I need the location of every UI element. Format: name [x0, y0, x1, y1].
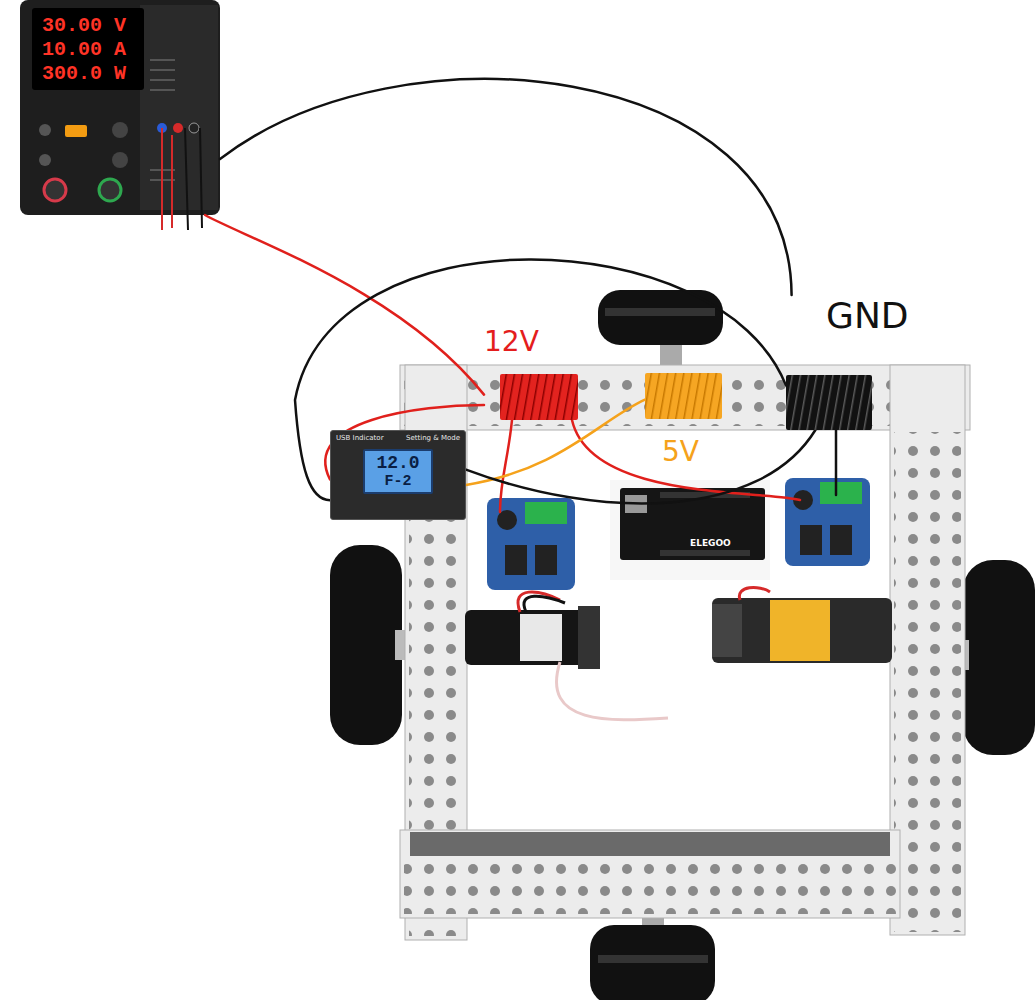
bus-label: 5V [662, 436, 727, 468]
power-supply-part [112, 122, 128, 138]
power-supply-part-part [150, 69, 175, 71]
power-supply-part [39, 124, 51, 136]
power-supply-part [39, 154, 51, 166]
display-reading: 10.00 A [42, 38, 220, 62]
power-supply-part-part [150, 59, 175, 61]
power-supply-part [112, 152, 128, 168]
motor-left [465, 592, 668, 720]
motor-left-part [578, 606, 600, 669]
brand-label: ELEGOO [690, 538, 731, 548]
aluminum-frame [400, 365, 970, 940]
power-bus: 5V [645, 373, 727, 468]
lcd-reading: F-2 [365, 473, 431, 490]
power-supply-display: 30.00 V10.00 A300.0 W [20, 0, 220, 215]
power-wires-part [500, 420, 512, 512]
motor-driver-right [785, 478, 870, 566]
omni-wheel-bottom-part [590, 925, 715, 1000]
aluminum-frame-part [894, 432, 961, 932]
buck-converter: USB Indicator Setting & Mode 12.0F-2 [330, 430, 466, 520]
motor-left-part [520, 614, 562, 661]
power-supply-part [99, 179, 121, 201]
motor-right-part [712, 598, 892, 663]
omni-wheel-bottom-part [598, 955, 708, 963]
board-silkscreen: USB Indicator [336, 434, 384, 443]
power-supply-part-part [150, 79, 175, 81]
omni-wheel-bottom [590, 905, 715, 1000]
bus-block [500, 374, 578, 420]
aluminum-frame-part [400, 365, 970, 430]
motor-left-part [524, 596, 565, 612]
wheel-left [330, 545, 409, 745]
aluminum-frame-part [890, 365, 965, 935]
wheel-right [955, 560, 1035, 755]
board-header: USB Indicator Setting & Mode [336, 434, 460, 443]
power-supply-part [185, 128, 202, 230]
omni-wheel-top-part [605, 308, 715, 316]
motor-right-part [770, 600, 830, 661]
lcd-screen: 12.0F-2 [363, 449, 433, 494]
bus-block [786, 375, 872, 430]
motor-driver-right-part [785, 478, 870, 566]
bus-block [645, 373, 722, 419]
power-wires-part [835, 430, 838, 495]
bus-label: GND [826, 295, 926, 336]
motor-left-part [557, 662, 668, 720]
power-supply-part [65, 125, 87, 137]
motor-driver-right-part [820, 482, 862, 504]
wire [220, 79, 792, 295]
display-reading: 30.00 V [42, 14, 220, 38]
power-supply-part-part [150, 89, 175, 91]
power-wires [500, 420, 836, 512]
motor-driver-left-part [535, 545, 557, 575]
lcd-reading: 12.0 [365, 453, 431, 473]
power-supply-part [173, 123, 183, 133]
power-supply-part [140, 5, 218, 210]
motor-driver-left-part [525, 502, 567, 524]
aluminum-frame-part [400, 830, 900, 918]
power-supply-part [44, 179, 66, 201]
power-supply-part [162, 128, 172, 230]
motor-right-part [739, 587, 770, 600]
power-supply-part [20, 0, 220, 215]
power-supply-part [189, 123, 199, 133]
wheel-right-part [963, 560, 1035, 755]
motor-driver-right-part [830, 525, 852, 555]
motor-right-part [712, 604, 742, 657]
omni-wheel-top-part [598, 290, 723, 345]
wheel-left-part [330, 545, 402, 745]
display-reading: 300.0 W [42, 62, 220, 86]
aluminum-frame-part [404, 860, 896, 914]
wire [466, 430, 815, 504]
aluminum-frame-part [404, 369, 966, 426]
wire [295, 259, 786, 500]
aluminum-frame-part [410, 832, 890, 856]
motor-driver-left-part [505, 545, 527, 575]
bus-label: 12V [484, 326, 580, 358]
wire [205, 215, 484, 395]
omni-wheel-top [598, 290, 723, 370]
power-wires-part [572, 420, 800, 500]
power-bus: GND [786, 295, 926, 430]
power-bus: 12V [484, 326, 580, 420]
board-silkscreen: Setting & Mode [406, 434, 460, 443]
motor-right [712, 587, 892, 663]
power-supply [20, 0, 220, 230]
arduino-board-part [660, 550, 750, 556]
motor-driver-right-part [800, 525, 822, 555]
